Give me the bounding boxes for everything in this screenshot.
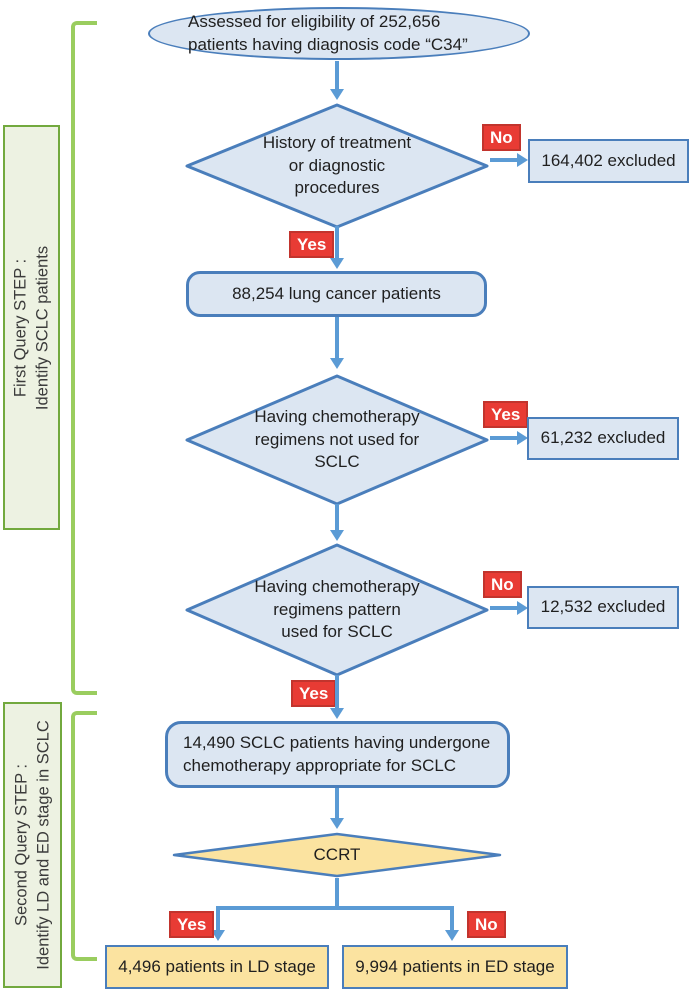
decision2-line2: regimens not used for: [254, 429, 420, 449]
second-query-step-text: Second Query STEP : Identify LD and ED s…: [10, 720, 55, 969]
arrow-decision3-to-sclc: [335, 675, 339, 710]
second-query-step-label: Second Query STEP : Identify LD and ED s…: [3, 702, 62, 988]
yes-badge-4: Yes: [169, 911, 215, 939]
decision3-text: Having chemotherapy regimens pattern use…: [185, 543, 489, 677]
ld-stage-text: 4,496 patients in LD stage: [118, 956, 316, 976]
arrowhead-decision1-to-lungcancer: [330, 258, 344, 269]
arrow-decision1-to-lungcancer: [335, 226, 339, 260]
decision2-line1: Having chemotherapy: [254, 407, 420, 427]
decision1-line2: or diagnostic: [288, 155, 386, 175]
start-line1: Assessed for eligibility of 252,656: [188, 12, 441, 32]
decision1-diamond: [185, 103, 489, 229]
arrow-sclc-to-ccrt: [335, 788, 339, 820]
decision1-line1: History of treatment: [262, 133, 412, 153]
second-query-step-line2: Identify LD and ED stage in SCLC: [34, 720, 53, 970]
first-step-bracket: [71, 21, 97, 695]
excluded3-box: 12,532 excluded: [527, 586, 679, 629]
first-query-step-label: First Query STEP : Identify SCLC patient…: [3, 125, 60, 530]
first-query-step-line1: First Query STEP :: [11, 258, 30, 397]
no-badge-3: No: [467, 911, 506, 939]
ccrt-label: CCRT: [313, 844, 361, 864]
start-line2: patients having diagnosis code “C34”: [188, 34, 468, 54]
arrowhead-decision2-to-decision3: [330, 530, 344, 541]
yes-badge-1: Yes: [289, 231, 335, 259]
arrow-lungcancer-to-decision2: [335, 317, 339, 360]
no-badge-2: No: [483, 571, 522, 599]
start-ellipse: Assessed for eligibility of 252,656 pati…: [148, 7, 530, 60]
second-query-step-line1: Second Query STEP :: [12, 763, 31, 927]
arrow-decision2-to-decision3: [335, 504, 339, 532]
arrowhead-sclc-to-ccrt: [330, 818, 344, 829]
decision2-diamond: [185, 374, 489, 506]
excluded1-box: 164,402 excluded: [528, 139, 689, 183]
no-badge-1: No: [482, 124, 521, 152]
lung-cancer-patients-box: 88,254 lung cancer patients: [186, 271, 487, 317]
ed-stage-box: 9,994 patients in ED stage: [342, 945, 568, 989]
ccrt-branch-stem: [335, 878, 339, 910]
arrow-ccrt-to-ed: [450, 906, 454, 932]
ed-stage-text: 9,994 patients in ED stage: [355, 956, 555, 976]
arrowhead-decision3-to-excluded3: [517, 601, 528, 615]
ccrt-diamond: [172, 832, 502, 878]
decision1-line3: procedures: [294, 178, 380, 198]
decision2-line3: SCLC: [314, 452, 360, 472]
decision3-line2: regimens pattern: [273, 599, 401, 619]
excluded3-text: 12,532 excluded: [540, 597, 666, 617]
excluded1-text: 164,402 excluded: [541, 150, 676, 170]
arrow-decision2-to-excluded2: [490, 436, 518, 440]
arrowhead-ccrt-to-ld: [211, 930, 225, 941]
excluded2-box: 61,232 excluded: [527, 417, 679, 460]
sclc-patients-line2: chemotherapy appropriate for SCLC: [183, 755, 457, 775]
arrow-ccrt-to-ld: [216, 906, 220, 932]
decision1-text: History of treatment or diagnostic proce…: [185, 103, 489, 229]
arrowhead-decision1-to-excluded1: [517, 153, 528, 167]
first-query-step-text: First Query STEP : Identify SCLC patient…: [9, 245, 54, 409]
ccrt-text: CCRT: [172, 832, 502, 878]
yes-badge-3: Yes: [291, 680, 337, 708]
decision2-text: Having chemotherapy regimens not used fo…: [185, 374, 489, 506]
arrowhead-start-to-decision1: [330, 89, 344, 100]
sclc-patients-box: 14,490 SCLC patients having undergone ch…: [165, 721, 510, 788]
arrow-decision3-to-excluded3: [490, 606, 518, 610]
arrow-decision1-to-excluded1: [490, 158, 518, 162]
decision3-diamond: [185, 543, 489, 677]
sclc-patients-line1: 14,490 SCLC patients having undergone: [183, 733, 491, 753]
ccrt-branch-crossbar: [216, 906, 454, 910]
first-query-step-line2: Identify SCLC patients: [33, 245, 52, 410]
second-step-bracket: [71, 711, 97, 961]
decision3-line1: Having chemotherapy: [254, 577, 420, 597]
arrowhead-decision3-to-sclc: [330, 708, 344, 719]
arrowhead-lungcancer-to-decision2: [330, 358, 344, 369]
arrow-start-to-decision1: [335, 61, 339, 91]
lung-cancer-patients-text: 88,254 lung cancer patients: [232, 283, 441, 303]
arrowhead-decision2-to-excluded2: [517, 431, 528, 445]
excluded2-text: 61,232 excluded: [540, 428, 666, 448]
decision3-line3: used for SCLC: [281, 622, 393, 642]
ld-stage-box: 4,496 patients in LD stage: [105, 945, 329, 989]
yes-badge-2: Yes: [483, 401, 529, 429]
arrowhead-ccrt-to-ed: [445, 930, 459, 941]
